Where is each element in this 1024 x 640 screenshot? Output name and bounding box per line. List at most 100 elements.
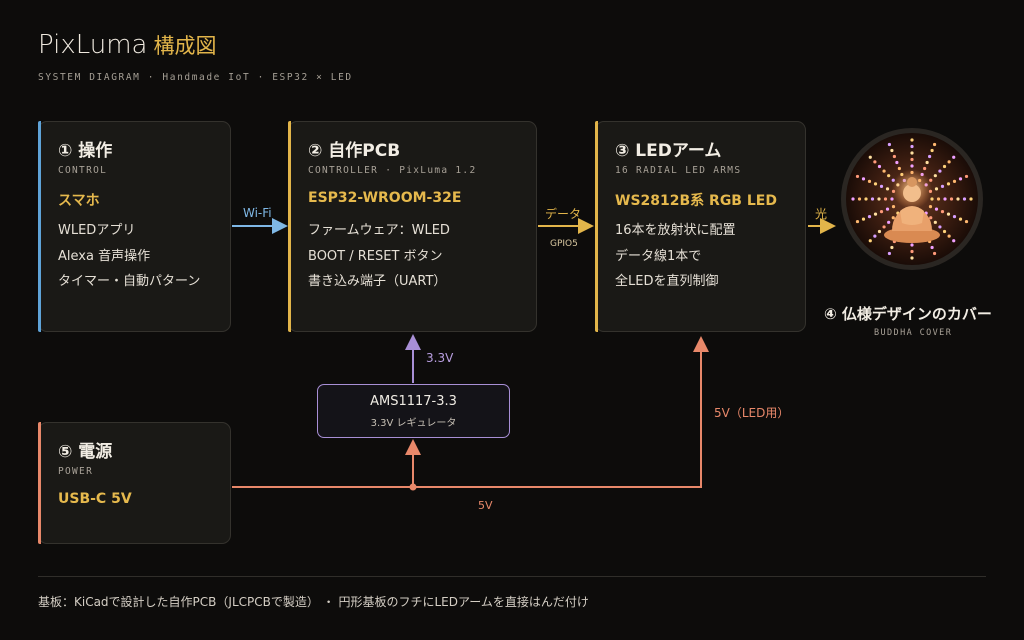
led-dot	[873, 234, 877, 238]
led-caption: 16 RADIAL LED ARMS	[615, 165, 742, 176]
led-dot	[942, 164, 947, 169]
led-dot	[883, 197, 888, 201]
led-dot	[949, 197, 954, 201]
led-dot	[910, 157, 914, 162]
led-dot	[910, 256, 914, 260]
led-dot	[870, 197, 875, 201]
led-dot	[910, 138, 914, 142]
list-item: タイマー・自動パターン	[58, 274, 201, 289]
pcb-accent-bar	[288, 121, 291, 332]
led-dot	[940, 184, 945, 188]
footer-note: 基板：KiCadで設計した自作PCB（JLCPCBで製造） ・ 円形基板のフチに…	[38, 595, 589, 609]
led-dot	[877, 197, 881, 201]
control-list: WLEDアプリ Alexa 音声操作 タイマー・自動パターン	[58, 218, 200, 295]
led-dot	[969, 197, 973, 201]
led-dot	[928, 154, 932, 159]
v5-led-label: 5V（LED用）	[714, 406, 790, 420]
wifi-label: Wi-Fi	[243, 206, 272, 220]
led-block: ③ LEDアーム 16 RADIAL LED ARMS WS2812B系 RGB…	[595, 121, 806, 332]
list-item: BOOT / RESET ボタン	[308, 248, 443, 264]
led-dot	[885, 187, 890, 191]
pcb-list: ファームウェア：WLED BOOT / RESET ボタン 書き込み端子（UAR…	[308, 218, 450, 295]
led-dot	[910, 243, 914, 247]
title-suffix: 構成図	[153, 34, 217, 58]
led-dot	[864, 197, 868, 201]
list-item: ファームウェア：WLED	[308, 223, 450, 238]
led-dot	[942, 229, 947, 234]
list-item: 16本を放射状に配置	[615, 223, 736, 238]
led-accent-bar	[595, 121, 598, 332]
led-dot	[923, 166, 927, 171]
led-dot	[891, 205, 896, 209]
led-dot	[879, 184, 884, 188]
list-item: WLEDアプリ	[58, 223, 136, 238]
led-dot	[861, 217, 866, 221]
led-dot	[890, 148, 894, 153]
led-dot	[940, 210, 945, 214]
led-dot	[887, 251, 892, 256]
control-title: ① 操作	[58, 141, 113, 161]
power-title: ⑤ 電源	[58, 442, 113, 462]
list-item: Alexa 音声操作	[58, 248, 151, 264]
title-main: PixLuma	[38, 30, 148, 60]
control-accent-bar	[38, 121, 41, 332]
led-dot	[867, 179, 872, 183]
data-label: データ	[545, 207, 582, 221]
v33-label: 3.3V	[426, 351, 454, 365]
led-list: 16本を放射状に配置 データ線1本で 全LEDを直列制御	[615, 218, 736, 295]
led-dot	[956, 197, 960, 201]
led-dot	[958, 177, 963, 181]
pcb-caption: CONTROLLER · PixLuma 1.2	[308, 165, 477, 176]
led-dot	[861, 177, 866, 181]
page-subtitle: SYSTEM DIAGRAM · Handmade IoT · ESP32 × …	[38, 72, 353, 83]
led-dot	[934, 187, 939, 191]
led-dot	[930, 197, 934, 201]
led-dot	[910, 151, 914, 155]
led-dot	[892, 154, 896, 159]
led-dot	[855, 174, 860, 179]
led-dot	[882, 225, 886, 229]
led-dot	[867, 215, 872, 219]
cover-title: ④ 仏様デザインのカバー	[824, 305, 992, 323]
led-dot	[947, 234, 951, 238]
led-dot	[929, 216, 933, 220]
led-dot	[962, 197, 967, 201]
pcb-title: ② 自作PCB	[308, 141, 401, 161]
led-dot	[933, 220, 937, 224]
led-dot	[895, 160, 899, 165]
v5-junction-dot	[409, 483, 417, 491]
led-dot	[938, 169, 942, 173]
led-dot	[873, 160, 877, 164]
led-dot	[873, 212, 878, 216]
led-dot	[857, 197, 862, 201]
led-dot	[897, 166, 901, 171]
led-dot	[887, 174, 891, 178]
v5-line	[232, 336, 709, 488]
led-dot	[964, 174, 969, 179]
led-dot	[882, 169, 886, 173]
led-dot	[877, 164, 882, 169]
led-dot	[910, 164, 914, 168]
gpio-label: GPIO5	[550, 239, 578, 249]
led-dot	[925, 160, 929, 165]
led-dot	[885, 207, 890, 211]
list-item: 全LEDを直列制御	[615, 274, 719, 289]
regulator-name: AMS1117-3.3	[370, 394, 457, 409]
cover-caption: BUDDHA COVER	[874, 328, 953, 338]
led-dot	[932, 251, 937, 256]
led-dot	[887, 220, 891, 224]
power-highlight: USB-C 5V	[58, 491, 132, 507]
regulator-desc: 3.3V レギュレータ	[370, 418, 457, 429]
led-dot	[932, 142, 937, 147]
led-dot	[868, 155, 872, 159]
light-label: 光	[815, 207, 828, 221]
power-caption: POWER	[58, 466, 94, 477]
led-dot	[964, 219, 969, 224]
led-dot	[855, 219, 860, 224]
led-dot	[930, 245, 934, 250]
led-dot	[890, 197, 894, 201]
power-block: ⑤ 電源 POWER USB-C 5V	[38, 422, 231, 544]
led-dot	[943, 197, 947, 201]
led-dot	[890, 245, 894, 250]
